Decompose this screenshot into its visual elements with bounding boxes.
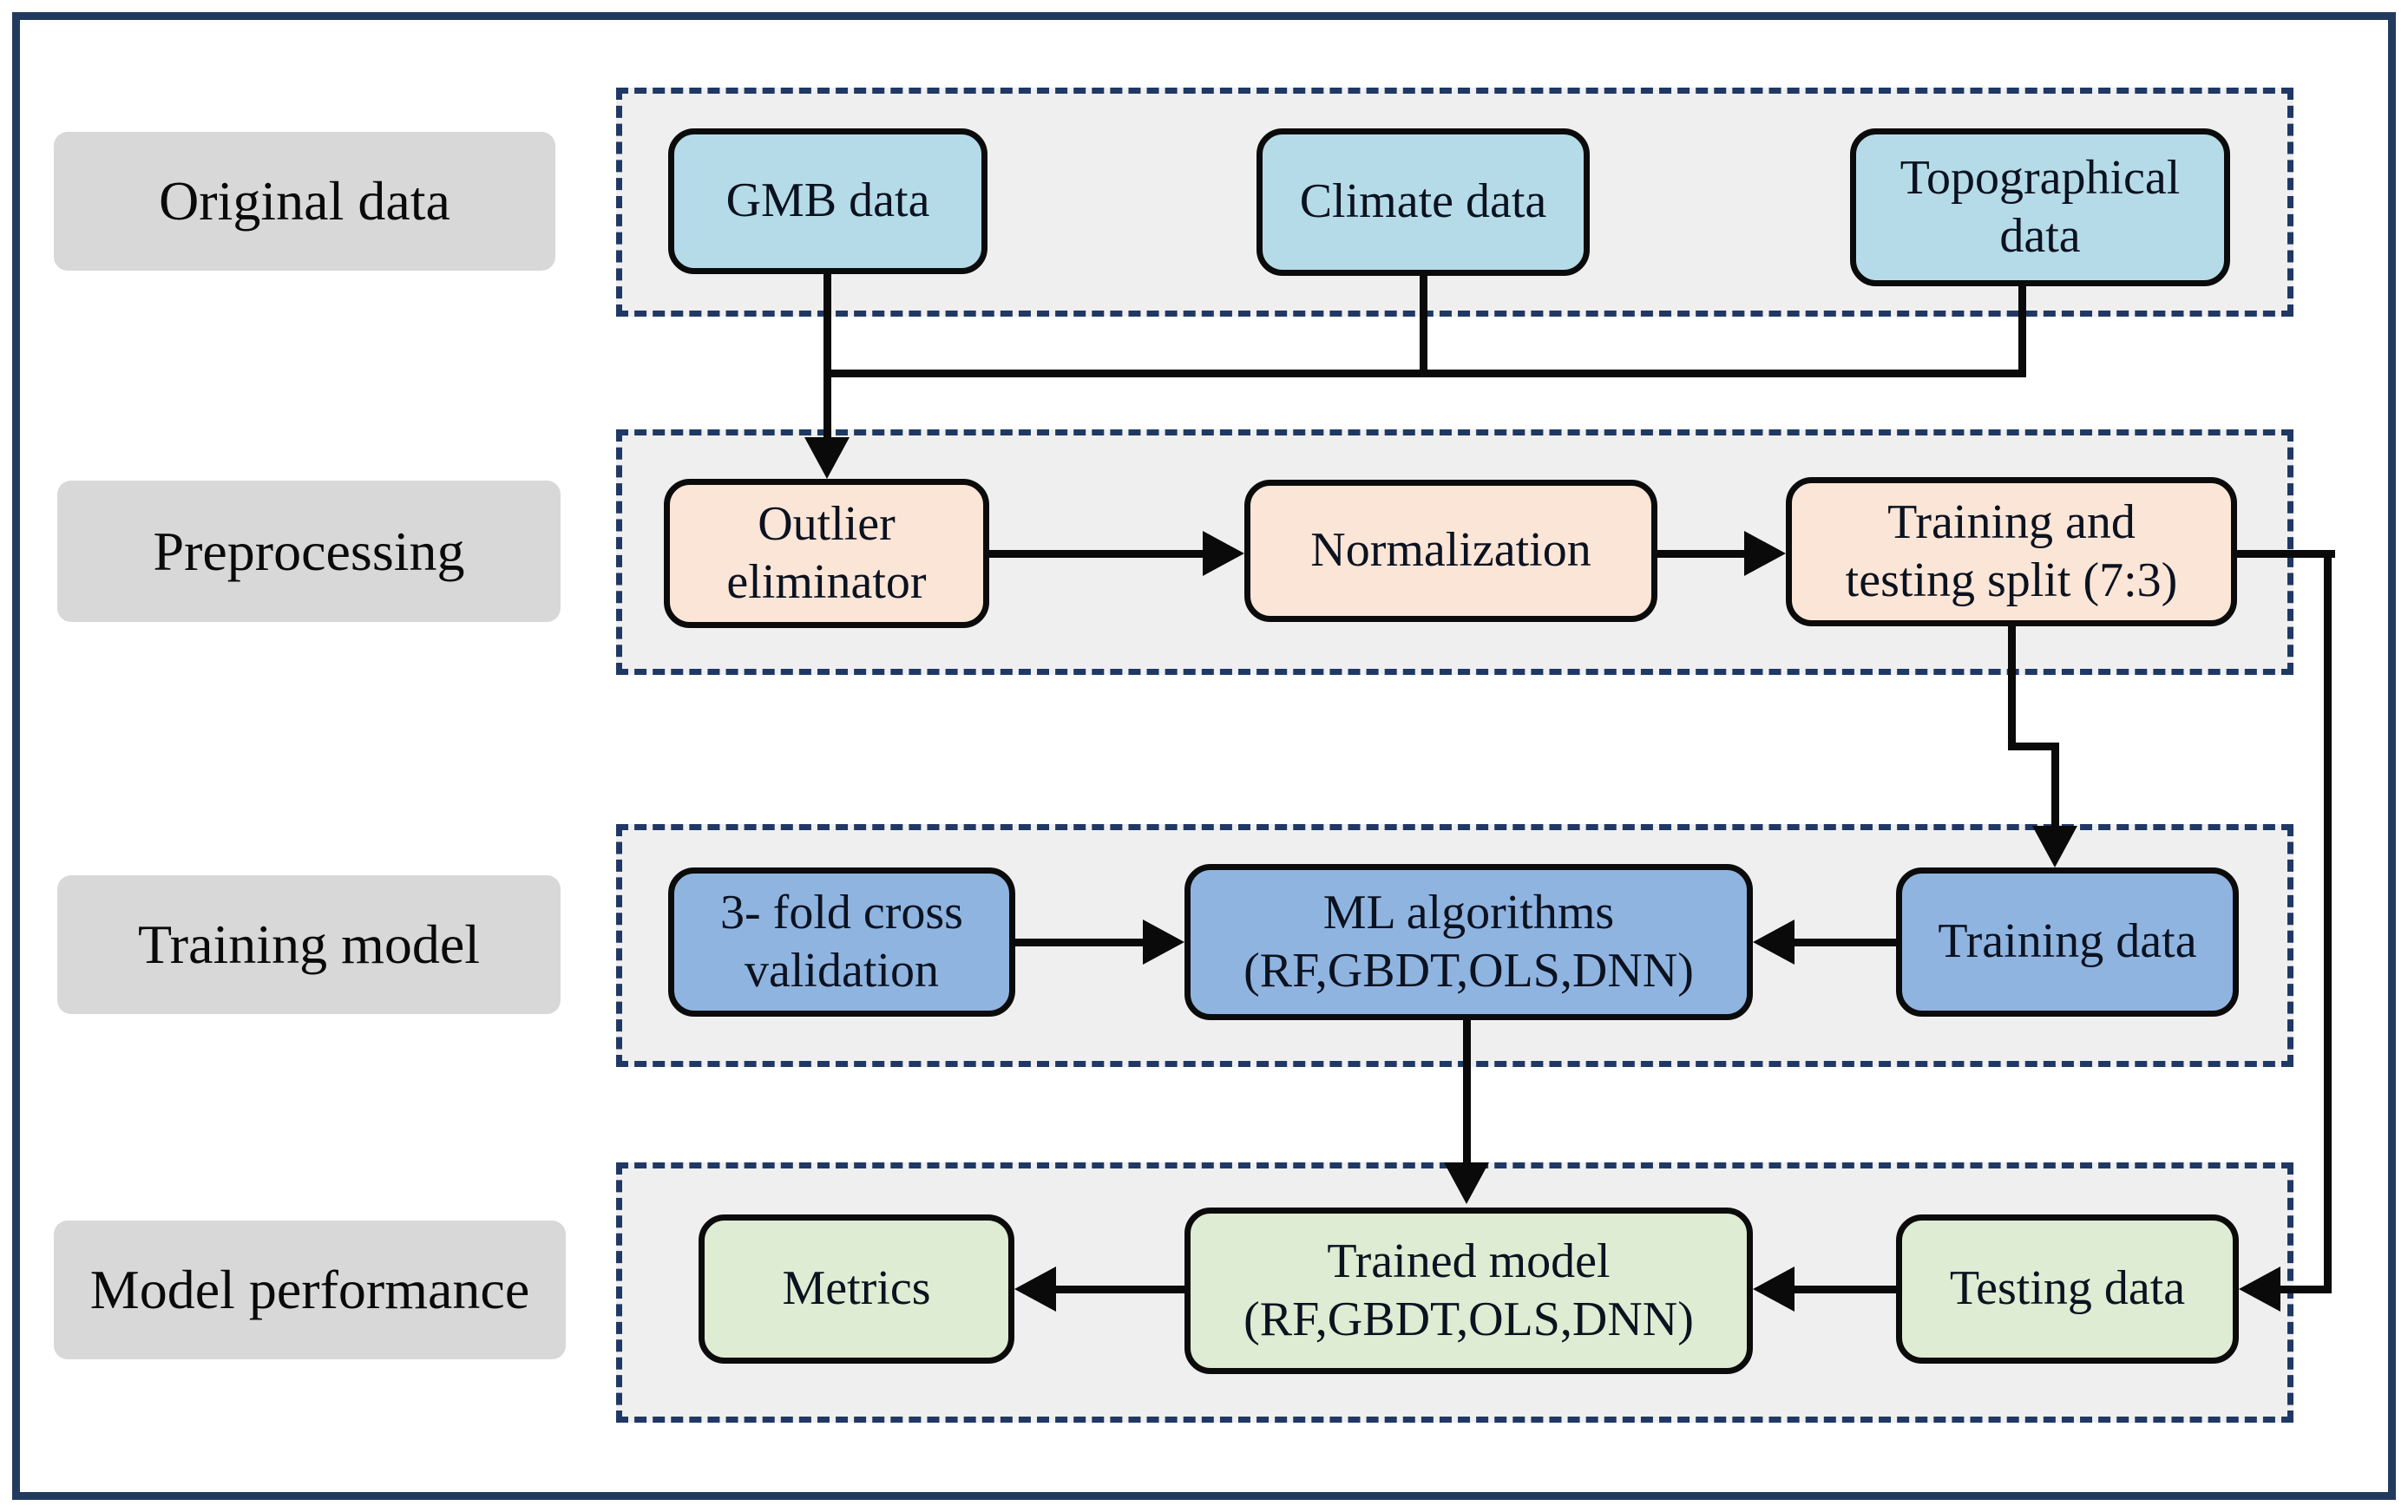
stage-label-training-model: Training model: [57, 875, 561, 1014]
connector-climate-down: [1420, 276, 1427, 377]
box-topographical-data: Topographical data: [1850, 128, 2230, 286]
stage-label-model-performance: Model performance: [54, 1221, 566, 1359]
connector-outlier-to-normalization: [989, 550, 1204, 558]
box-testing-data: Testing data: [1896, 1214, 2239, 1364]
arrowhead-testing-into-trained-icon: [1753, 1267, 1795, 1312]
connector-trainingdata-to-ml: [1793, 939, 1896, 946]
box-outlier-eliminator: Outlier eliminator: [664, 479, 989, 628]
connector-cv-to-ml: [1015, 939, 1145, 946]
connector-topographical-down: [2018, 286, 2026, 377]
arrowhead-into-training-data-icon: [2032, 826, 2077, 867]
arrowhead-into-testing-data-icon: [2239, 1267, 2280, 1312]
arrowhead-into-metrics-icon: [1014, 1267, 1056, 1312]
box-trained-model: Trained model (RF,GBDT,OLS,DNN): [1184, 1208, 1753, 1374]
arrowhead-into-split-icon: [1744, 531, 1786, 576]
box-gmb-data: GMB data: [668, 128, 987, 274]
box-cross-validation: 3- fold cross validation: [668, 867, 1015, 1017]
connector-split-right-out: [2234, 550, 2335, 558]
arrowhead-cv-into-ml-icon: [1143, 920, 1184, 965]
connector-split-down-1: [2008, 626, 2016, 750]
box-normalization: Normalization: [1244, 480, 1657, 622]
connector-trained-to-metrics: [1054, 1286, 1184, 1293]
connector-ml-to-trained: [1463, 1020, 1471, 1164]
connector-testing-to-trained: [1793, 1286, 1896, 1293]
stage-label-original-data: Original data: [54, 132, 555, 271]
connector-normalization-to-split: [1657, 550, 1746, 558]
connector-right-vertical-to-testing: [2324, 550, 2332, 1293]
arrowhead-into-outlier-icon: [804, 437, 850, 479]
box-climate-data: Climate data: [1256, 128, 1590, 276]
connector-gmb-to-outlier: [823, 273, 831, 439]
stage-label-preprocessing: Preprocessing: [57, 481, 561, 622]
arrowhead-trainingdata-into-ml-icon: [1753, 920, 1795, 965]
box-metrics: Metrics: [699, 1214, 1014, 1364]
connector-split-down-jog: [2008, 743, 2059, 750]
arrowhead-into-trained-model-icon: [1444, 1162, 1489, 1204]
connector-split-down-2: [2051, 743, 2059, 828]
box-train-test-split: Training and testing split (7:3): [1786, 477, 2237, 626]
box-ml-algorithms: ML algorithms (RF,GBDT,OLS,DNN): [1184, 864, 1753, 1020]
box-training-data: Training data: [1896, 867, 2239, 1017]
arrowhead-into-normalization-icon: [1203, 531, 1244, 576]
connector-into-testing-data: [2279, 1286, 2332, 1293]
